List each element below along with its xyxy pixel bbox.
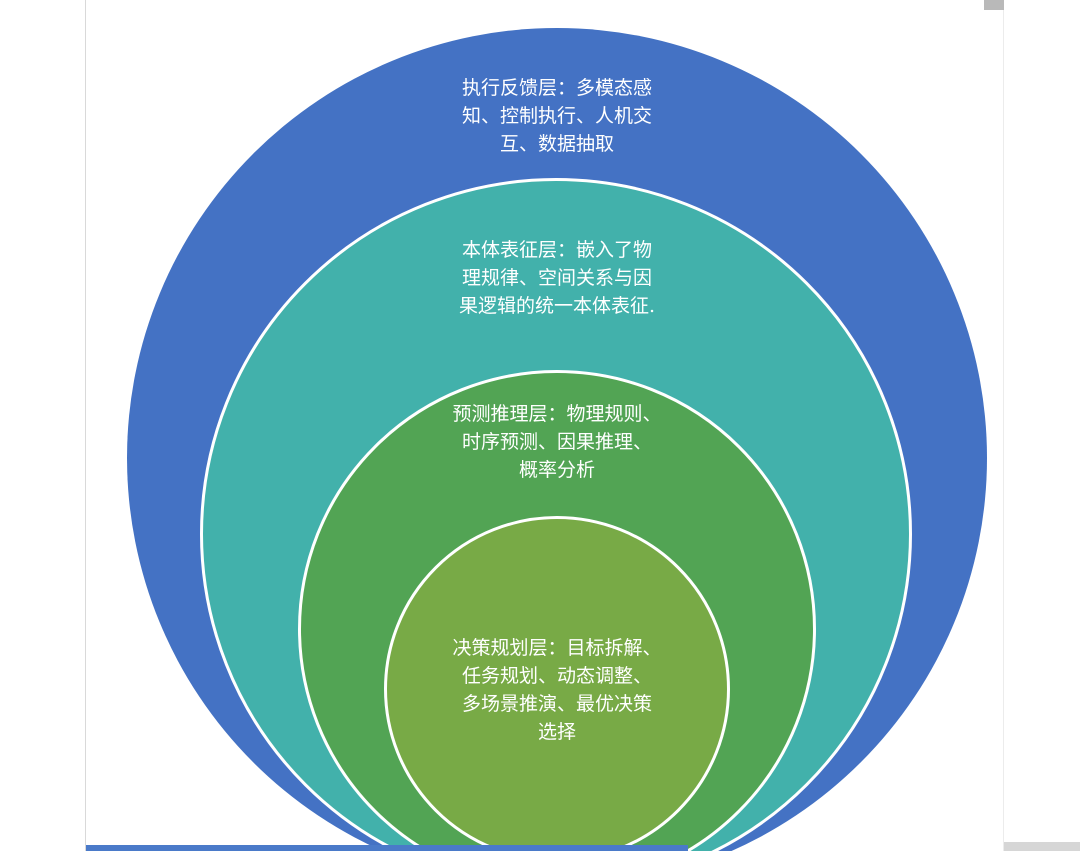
label-decision-planning-layer: 决策规划层：目标拆解、 任务规划、动态调整、 多场景推演、最优决策 选择 xyxy=(452,637,662,743)
circle-decision-planning-layer xyxy=(384,516,730,851)
label-execution-feedback-layer: 执行反馈层：多模态感 知、控制执行、人机交 互、数据抽取 xyxy=(461,77,652,155)
label-prediction-reasoning-layer: 预测推理层：物理规则、 时序预测、因果推理、 概率分析 xyxy=(452,403,662,481)
label-ontology-representation-layer: 本体表征层：嵌入了物 理规律、空间关系与因 果逻辑的统一本体表征. xyxy=(458,239,656,317)
scrollbar-thumb[interactable] xyxy=(984,0,1004,10)
bottom-blue-bar xyxy=(86,845,688,851)
bottom-right-gray-block xyxy=(1004,842,1080,851)
page-left-edge-line xyxy=(85,0,86,851)
page-right-edge-line xyxy=(1003,0,1004,851)
